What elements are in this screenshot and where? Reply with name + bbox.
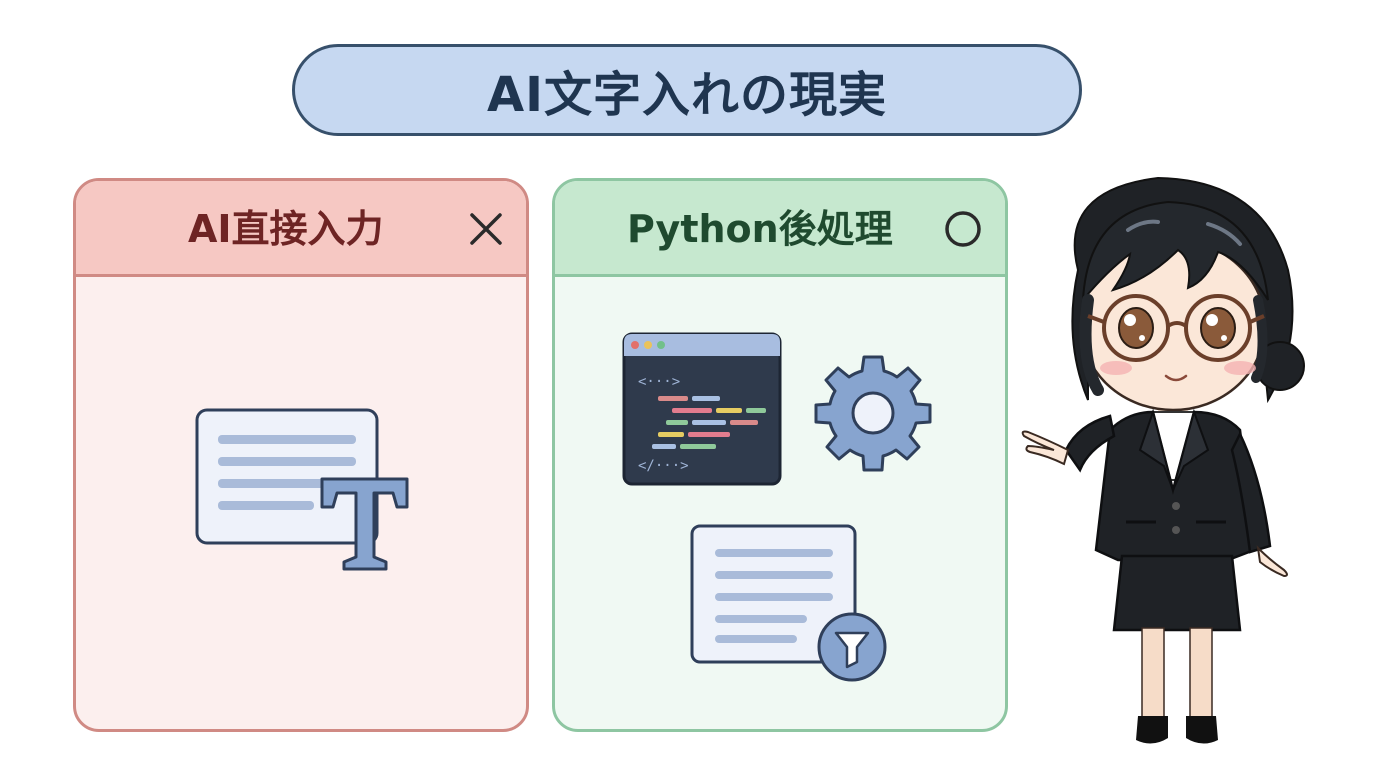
panel-header: AI直接入力: [76, 181, 526, 277]
document-with-text-icon: [195, 408, 409, 571]
presenter-character: [1021, 176, 1305, 744]
title-banner: AI文字入れの現実: [292, 44, 1082, 136]
cross-mark-icon: [470, 213, 502, 245]
code-tag-close: </···>: [638, 458, 689, 474]
code-tag-open: <···>: [638, 374, 680, 390]
panel-title: Python後処理: [627, 207, 893, 251]
panel-python-post: Python後処理 <···> </···>: [552, 178, 1008, 732]
panel-ai-direct: AI直接入力: [73, 178, 529, 732]
circle-mark-icon: [945, 211, 981, 247]
code-window-icon: <···> </···>: [622, 332, 782, 486]
text-T-icon: [320, 477, 409, 571]
panel-header: Python後処理: [555, 181, 1005, 277]
page-title: AI文字入れの現実: [486, 67, 887, 123]
glasses-icon: [1087, 294, 1265, 362]
panel-title: AI直接入力: [188, 207, 384, 251]
document-with-filter-icon: [690, 524, 887, 682]
document-icon: [690, 524, 857, 664]
document-icon: [195, 408, 379, 545]
gear-icon: [814, 355, 932, 472]
filter-icon: [817, 612, 887, 682]
